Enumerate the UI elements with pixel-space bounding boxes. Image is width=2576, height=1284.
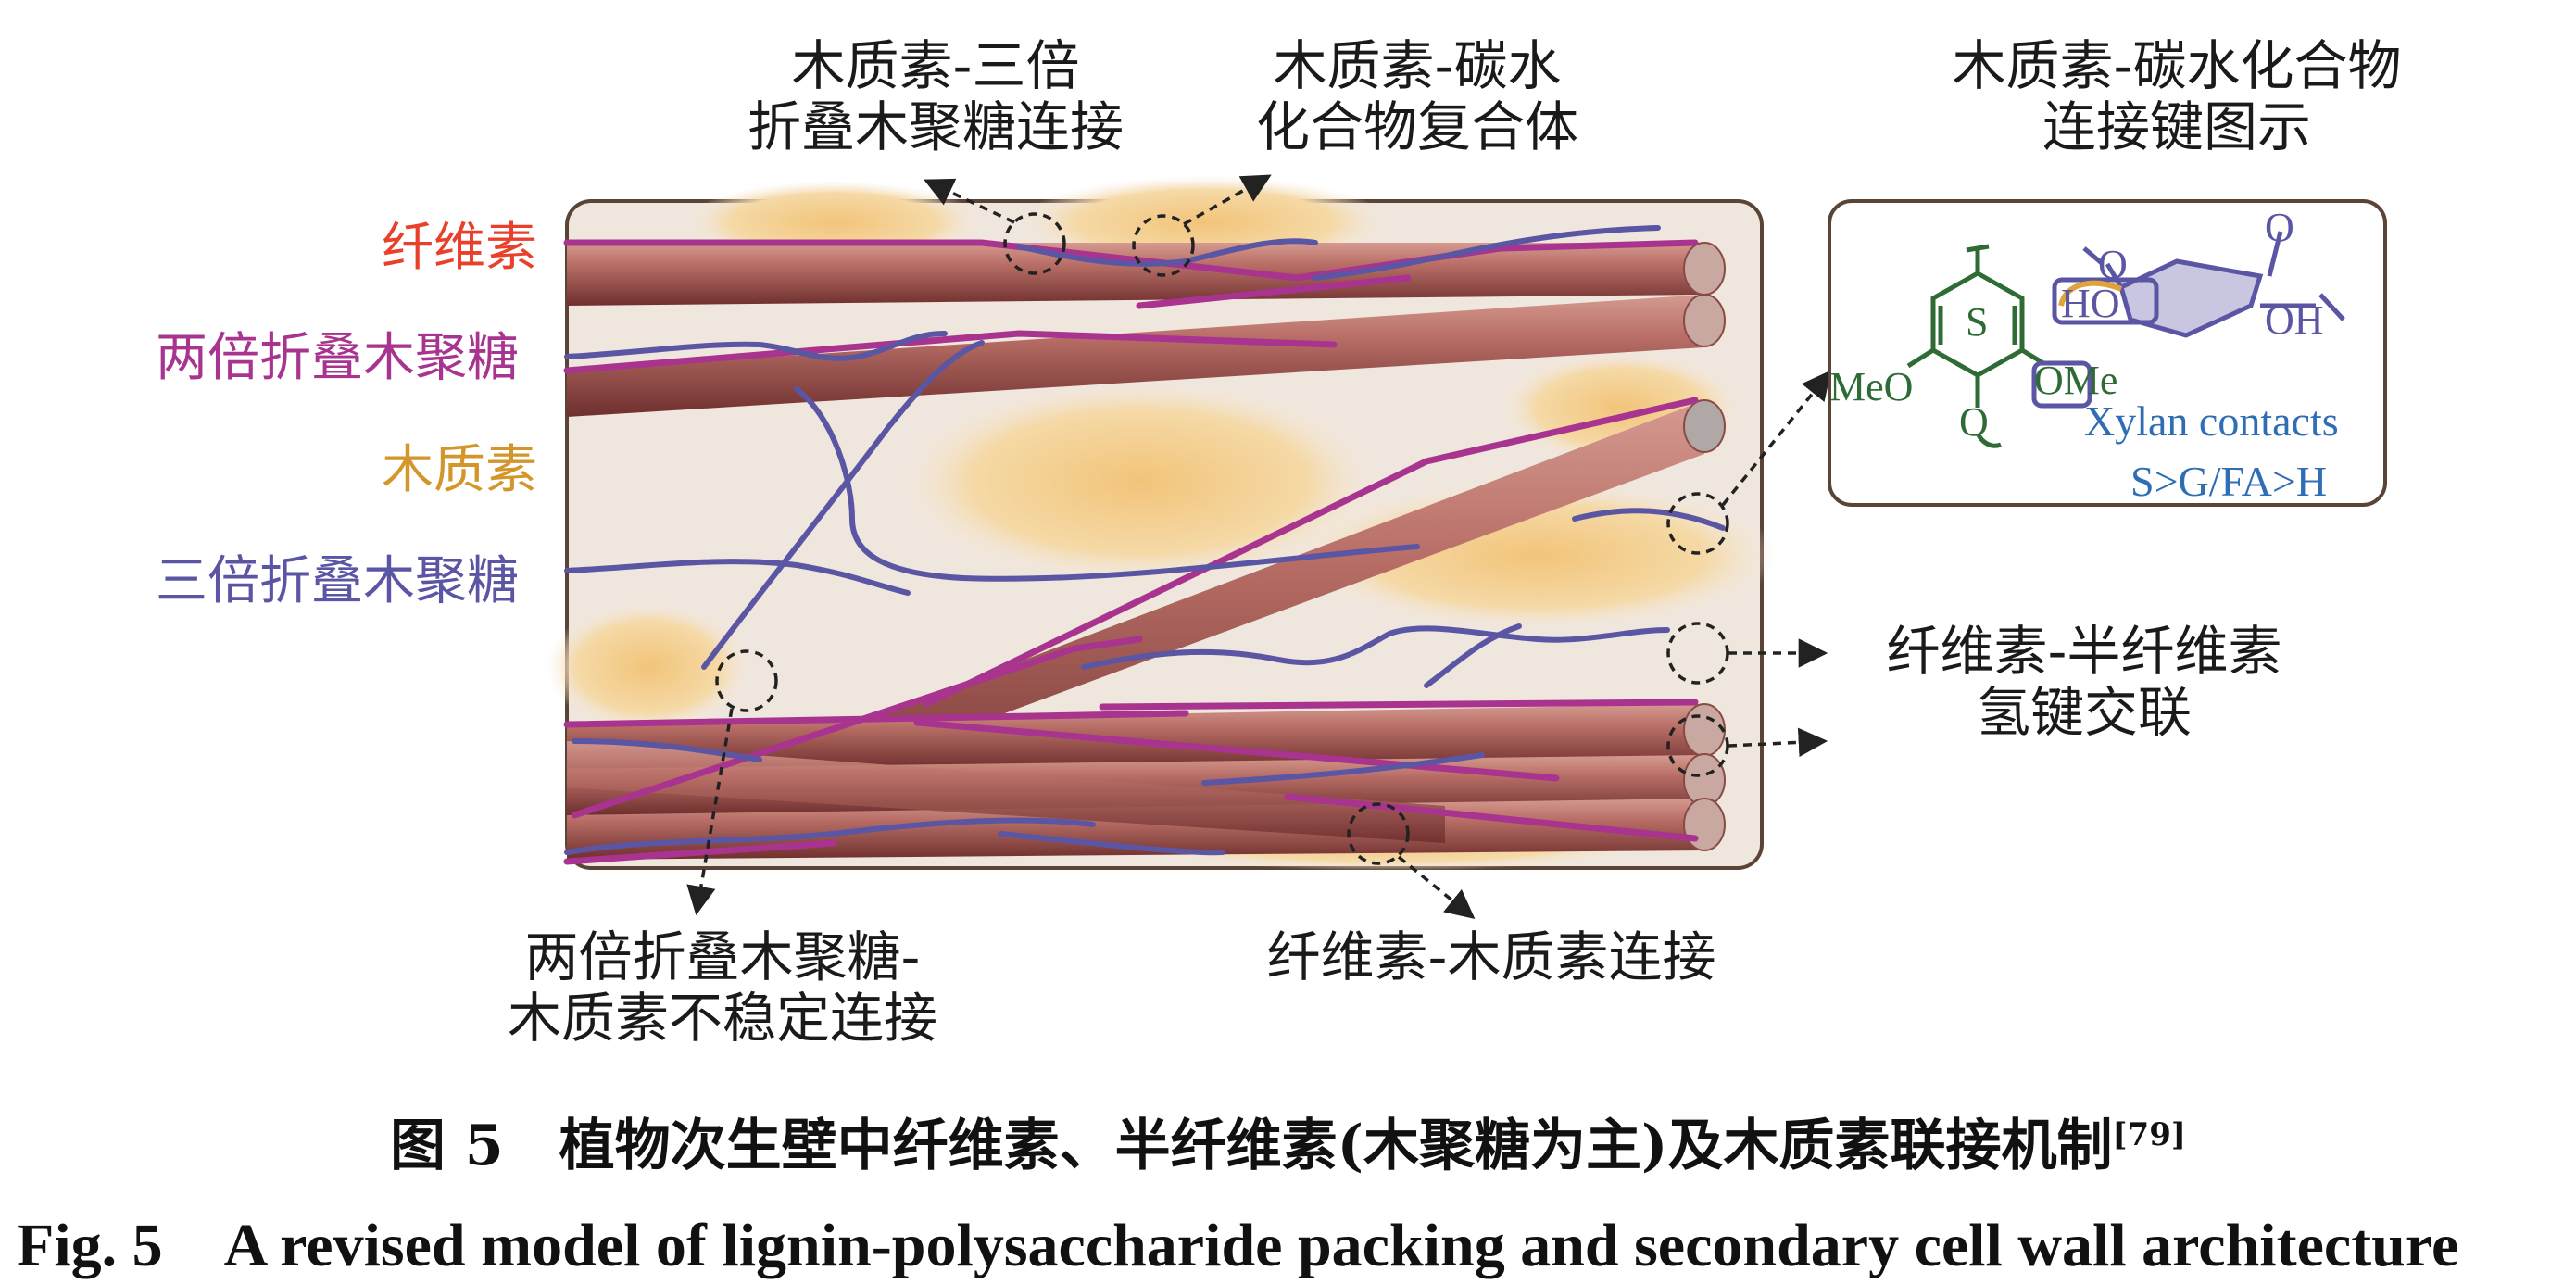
two-fold-xylan-chains	[563, 239, 1699, 865]
sugar-unit	[2031, 231, 2345, 409]
annotation-lcc: 木质素-碳水 化合物复合体	[1255, 34, 1578, 158]
inset-ome-label: OMe	[2034, 358, 2117, 403]
annotation-lignin-xylan3-link: 木质素-三倍 折叠木聚糖连接	[747, 34, 1124, 158]
inset-contacts-line2: S>G/FA>H	[2130, 458, 2327, 505]
legend-cellulose: 纤维素	[382, 218, 537, 278]
annotation-xylan2-lignin-unstable: 两倍折叠木聚糖- 木质素不稳定连接	[507, 925, 937, 1050]
annotation-cellulose-lignin-link: 纤维素-木质素连接	[1266, 925, 1716, 988]
annotation-h-bond-crosslink: 纤维素-半纤维素 氢键交联	[1886, 620, 2282, 744]
lcc-bond-arrow	[2058, 280, 2123, 307]
syringyl-unit	[1906, 244, 2045, 448]
inset-o-top: O	[2265, 205, 2294, 250]
annotation-markers	[686, 174, 1831, 919]
inset-meo-label: MeO	[1829, 364, 1913, 409]
inset-ho-label: HO	[2061, 281, 2120, 326]
legend-three-fold-xylan: 三倍折叠木聚糖	[156, 551, 519, 611]
inset-contacts-line1: Xylan contacts	[2084, 397, 2339, 445]
inset-oh-label: OH	[2265, 297, 2324, 343]
legend-two-fold-xylan: 两倍折叠木聚糖	[156, 328, 519, 388]
legend-lignin: 木质素	[382, 440, 537, 500]
figure-caption-cn: 图 5 植物次生壁中纤维素、半纤维素(木聚糖为主)及木质素联接机制[79]	[390, 1114, 2186, 1178]
three-fold-xylan-chains	[564, 225, 1726, 856]
inset-o-ring: O	[2098, 242, 2128, 287]
inset-ring-label: S	[1966, 299, 1988, 345]
annotation-lcc-bond-illustration: 木质素-碳水化合物 连接键图示	[1952, 34, 2402, 158]
figure-caption-en: Fig. 5 A revised model of lignin-polysac…	[17, 1212, 2459, 1279]
inset-o-bottom: O	[1959, 399, 1989, 445]
